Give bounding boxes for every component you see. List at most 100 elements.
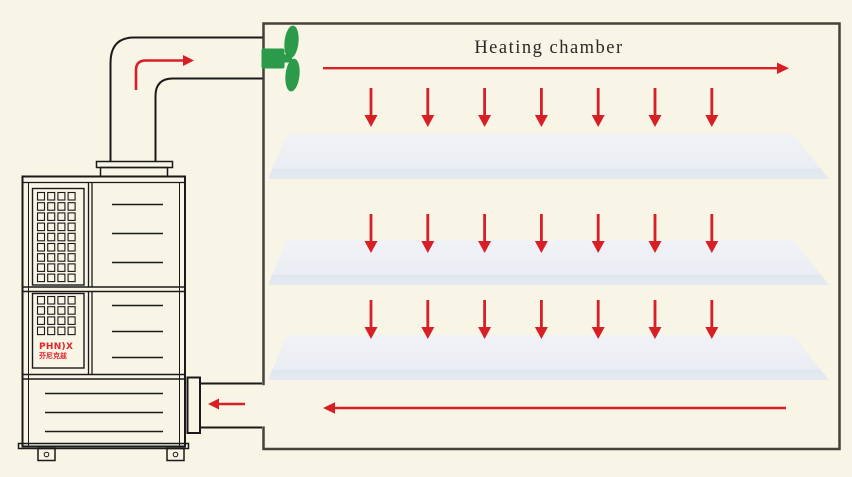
unit-grille-top-frame (31, 187, 85, 286)
grille-slot (57, 191, 66, 201)
grille-slot (36, 263, 46, 272)
fan-axle (284, 54, 292, 63)
grille-slot (57, 263, 66, 272)
grille-slot (57, 202, 66, 211)
grille-slot (47, 295, 56, 305)
down-arrow-head (478, 241, 492, 253)
fan-motor-hub (261, 48, 285, 69)
down-arrow-head (648, 115, 662, 127)
down-arrow-head (364, 241, 378, 253)
grille-slot (36, 191, 46, 201)
grille-slot (47, 242, 56, 252)
unit-foot (37, 447, 56, 462)
grille-slot (47, 263, 56, 272)
shelf-tray (268, 240, 829, 285)
down-arrows-group (364, 88, 719, 339)
return-duct (186, 376, 262, 434)
fan-blade-bottom (285, 58, 300, 92)
shelves-group (268, 134, 829, 380)
grille-slot (67, 316, 76, 325)
down-arrow-head (478, 115, 492, 127)
shelf-tray (268, 335, 829, 380)
grille-slot (36, 242, 46, 252)
brand-logo-text: PHN)X (39, 342, 73, 352)
fan-blade-top (284, 25, 299, 59)
elbow-flow-arrow-head (183, 55, 194, 66)
grille-slot (57, 232, 66, 242)
grille-slot (47, 202, 56, 211)
foot-bolt (172, 451, 179, 458)
supply-air-arrow (323, 62, 789, 74)
down-arrow-head (421, 241, 435, 253)
unit-foot (166, 447, 185, 462)
down-arrow-head (421, 327, 435, 339)
heating-chamber-box (262, 22, 841, 451)
down-arrow-head (534, 241, 548, 253)
return-duct-arrow-head (208, 398, 219, 410)
unit-grille-mid-frame (31, 292, 85, 369)
grille-slot (57, 273, 66, 283)
grille-slot (36, 212, 46, 221)
grille-slot (57, 326, 66, 336)
down-arrow-head (705, 327, 719, 339)
down-arrow-head (591, 327, 605, 339)
grille-slot (57, 212, 66, 221)
shelf-tray (268, 134, 829, 179)
supply-duct-outer-wall (109, 36, 263, 162)
down-arrow-head (705, 241, 719, 253)
elbow-flow-arrow-shaft (134, 59, 183, 90)
grille-slot (47, 222, 56, 232)
grille-slot (67, 273, 76, 283)
grille-slot (36, 202, 46, 211)
grille-slot (36, 222, 46, 232)
grille-slot (67, 263, 76, 272)
grille-slot (67, 212, 76, 221)
supply-air-arrow-head (777, 62, 789, 74)
grille-slot (67, 326, 76, 336)
grille-slot (67, 242, 76, 252)
grille-slot (36, 316, 46, 325)
brand-logo-subtext: 芬尼克兹 (38, 351, 67, 360)
down-arrow-head (364, 327, 378, 339)
return-air-arrow-head (323, 402, 335, 414)
foot-bolt (43, 451, 50, 458)
unit-grille-mid (36, 295, 76, 336)
grille-slot (36, 232, 46, 242)
grille-slot (47, 232, 56, 242)
grille-slot (57, 253, 66, 262)
supply-duct-inner-wall (154, 77, 263, 162)
down-arrow-head (591, 241, 605, 253)
grille-slot (36, 306, 46, 315)
grille-slot (57, 222, 66, 232)
grille-slot (57, 316, 66, 325)
grille-slot (36, 326, 46, 336)
down-arrow-head (364, 115, 378, 127)
down-arrow-head (705, 115, 719, 127)
grille-slot (67, 232, 76, 242)
grille-slot (57, 306, 66, 315)
down-arrow-head (534, 115, 548, 127)
down-arrow-head (648, 327, 662, 339)
return-duct-flange (186, 376, 201, 434)
down-arrow-head (648, 241, 662, 253)
down-arrow-head (421, 115, 435, 127)
grille-slot (36, 295, 46, 305)
grille-slot (36, 273, 46, 283)
unit-grille-top (36, 191, 76, 283)
grille-slot (47, 191, 56, 201)
grille-slot (67, 202, 76, 211)
down-arrow-head (478, 327, 492, 339)
grille-slot (47, 326, 56, 336)
grille-slot (47, 253, 56, 262)
chamber-wall-opening (261, 385, 266, 427)
unit-base-rail (17, 442, 190, 450)
unit-cabinet (21, 175, 186, 448)
grille-slot (67, 222, 76, 232)
down-arrow-head (534, 327, 548, 339)
grille-slot (67, 306, 76, 315)
grille-slot (67, 253, 76, 262)
chamber-title: Heating chamber (474, 38, 623, 58)
down-arrow-head (591, 115, 605, 127)
grille-slot (57, 295, 66, 305)
